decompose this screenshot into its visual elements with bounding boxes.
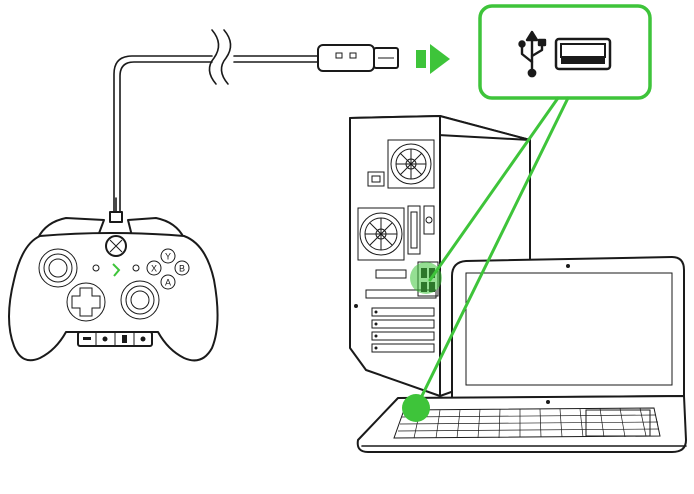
usb-icon [518, 30, 547, 78]
right-arrow-icon [416, 44, 450, 74]
face-button-a: A [165, 278, 171, 288]
face-button-x: X [151, 264, 157, 274]
connection-lines [414, 96, 570, 410]
face-button-y: Y [165, 252, 171, 262]
game-controller: Y X B A [8, 197, 219, 362]
usb-port-icon [554, 37, 612, 71]
usb-port-callout [478, 4, 652, 100]
face-button-b: B [179, 264, 185, 274]
usb-cable [113, 29, 321, 213]
laptop [356, 256, 687, 453]
desktop-port-highlight [410, 262, 442, 294]
usb-plug [317, 44, 399, 72]
laptop-port-highlight [402, 394, 430, 422]
